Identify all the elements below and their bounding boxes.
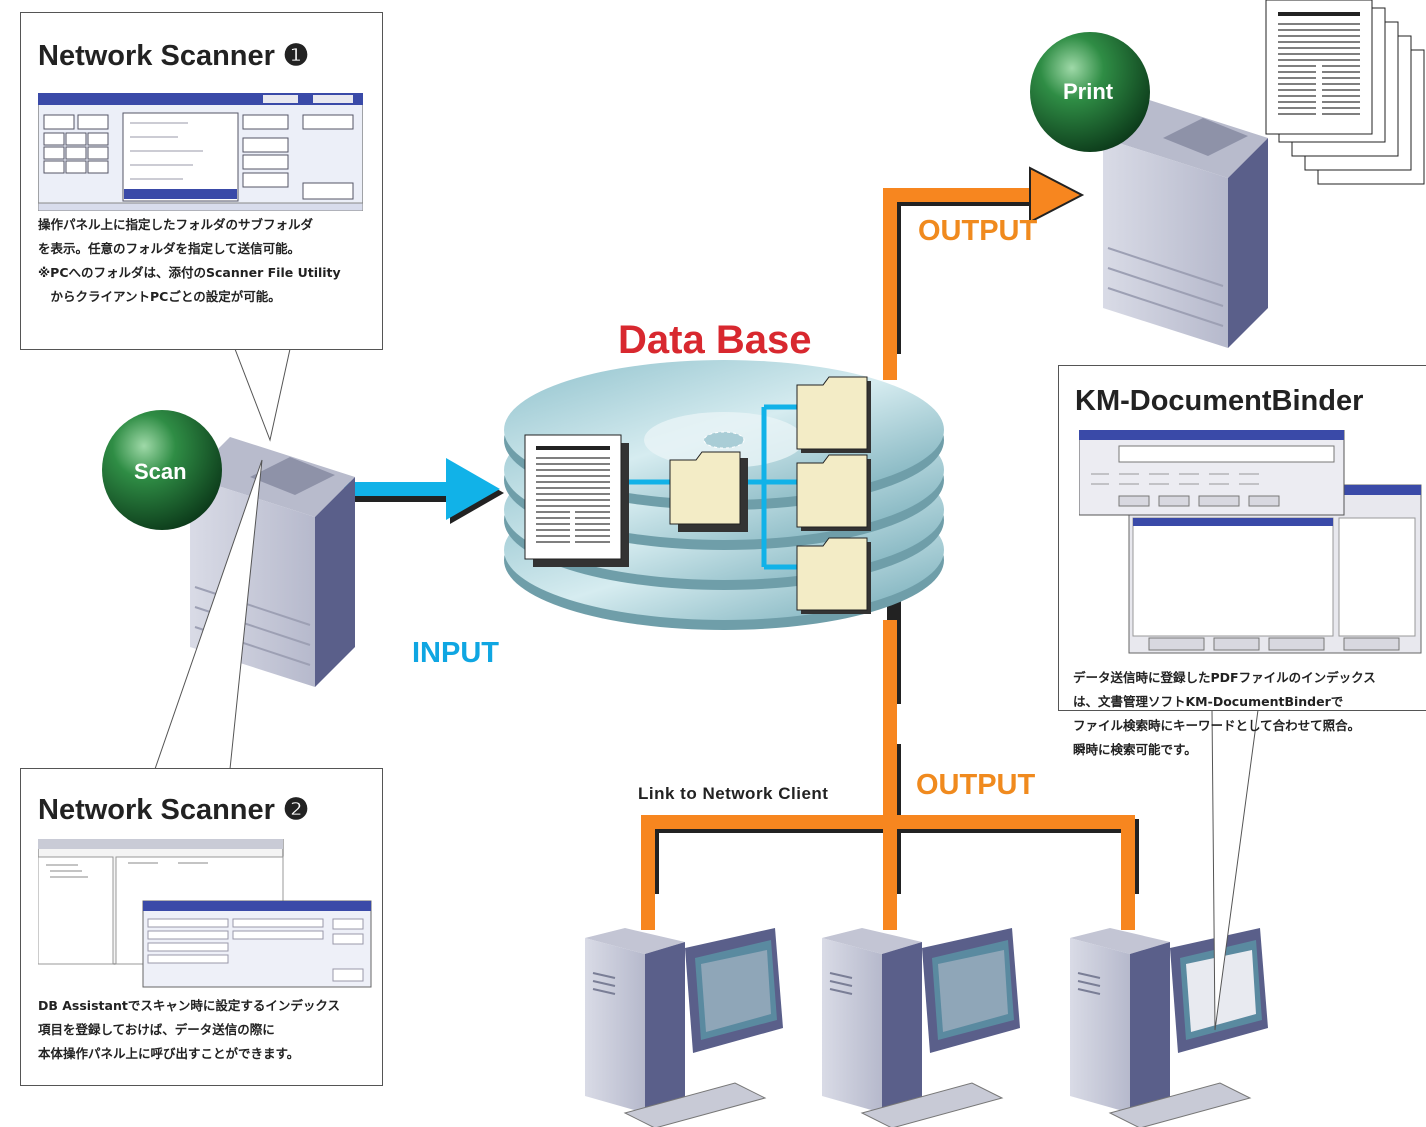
folder-icon — [669, 376, 871, 614]
desc-line: 本体操作パネル上に呼び出すことができます。 — [38, 1046, 300, 1061]
desc-line: ※PCへのフォルダは、添付のScanner File Utility — [38, 265, 341, 280]
desc-line: からクライアントPCごとの設定が可能。 — [38, 289, 281, 304]
output-bottom-label: OUTPUT — [916, 769, 1036, 801]
km-documentbinder-title: KM-DocumentBinder — [1075, 385, 1364, 417]
document-icon — [524, 434, 629, 567]
print-label: Print — [1063, 79, 1114, 104]
scan-label: Scan — [134, 459, 187, 484]
link-label: Link to Network Client — [638, 784, 829, 803]
desc-line: ファイル検索時にキーワードとして合わせて照合。 — [1073, 718, 1361, 733]
desc-line: は、文書管理ソフトKM-DocumentBinderで — [1073, 694, 1344, 709]
computer-icon — [585, 928, 783, 1127]
output-lines — [641, 166, 1139, 930]
scanner-panel-screenshot — [38, 93, 363, 211]
desc-line: を表示。任意のフォルダを指定して送信可能。 — [38, 241, 301, 256]
output-line-print — [883, 188, 1035, 380]
desc-line: 瞬時に検索可能です。 — [1073, 742, 1197, 757]
network-scanner-2-title: Network Scanner ❷ — [38, 794, 309, 826]
output-line-branch — [641, 815, 1135, 930]
desc-line: 項目を登録しておけば、データ送信の際に — [38, 1022, 275, 1037]
computer-icon — [1070, 928, 1268, 1127]
km-documentbinder-desc: データ送信時に登録したPDFファイルのインデックス は、文書管理ソフトKM-Do… — [1073, 666, 1376, 762]
desc-line: 操作パネル上に指定したフォルダのサブフォルダ — [38, 217, 314, 232]
network-scanner-2-callout: Network Scanner ❷ DB Assistantでスキャン時に設定す… — [20, 768, 383, 1086]
documentbinder-screenshot — [1079, 430, 1422, 654]
desc-line: データ送信時に登録したPDFファイルのインデックス — [1073, 670, 1376, 685]
output-top-label: OUTPUT — [918, 215, 1038, 247]
network-scanner-1-title: Network Scanner ❶ — [38, 40, 309, 72]
database-title: Data Base — [618, 318, 812, 362]
computer-icon — [822, 928, 1020, 1127]
printer-icon — [1103, 98, 1268, 348]
input-label: INPUT — [412, 637, 499, 669]
document-icon — [1265, 0, 1425, 185]
callout-pointers — [154, 348, 1259, 1031]
desc-line: DB Assistantでスキャン時に設定するインデックス — [38, 998, 340, 1013]
network-scanner-1-desc: 操作パネル上に指定したフォルダのサブフォルダ を表示。任意のフォルダを指定して送… — [38, 213, 341, 309]
sphere-icon — [102, 32, 1150, 530]
output-arrow-head — [1029, 166, 1085, 224]
input-arrow — [344, 458, 504, 524]
km-documentbinder-callout: KM-DocumentBinder データ送信時に登録したPDFファイルのインデ… — [1058, 365, 1426, 757]
network-scanner-2-desc: DB Assistantでスキャン時に設定するインデックス 項目を登録しておけば… — [38, 994, 340, 1066]
network-scanner-1-callout: Network Scanner ❶ 操作パネル上に指定したフォルダのサブフォルダ… — [20, 12, 383, 350]
db-assistant-screenshot — [38, 839, 372, 988]
